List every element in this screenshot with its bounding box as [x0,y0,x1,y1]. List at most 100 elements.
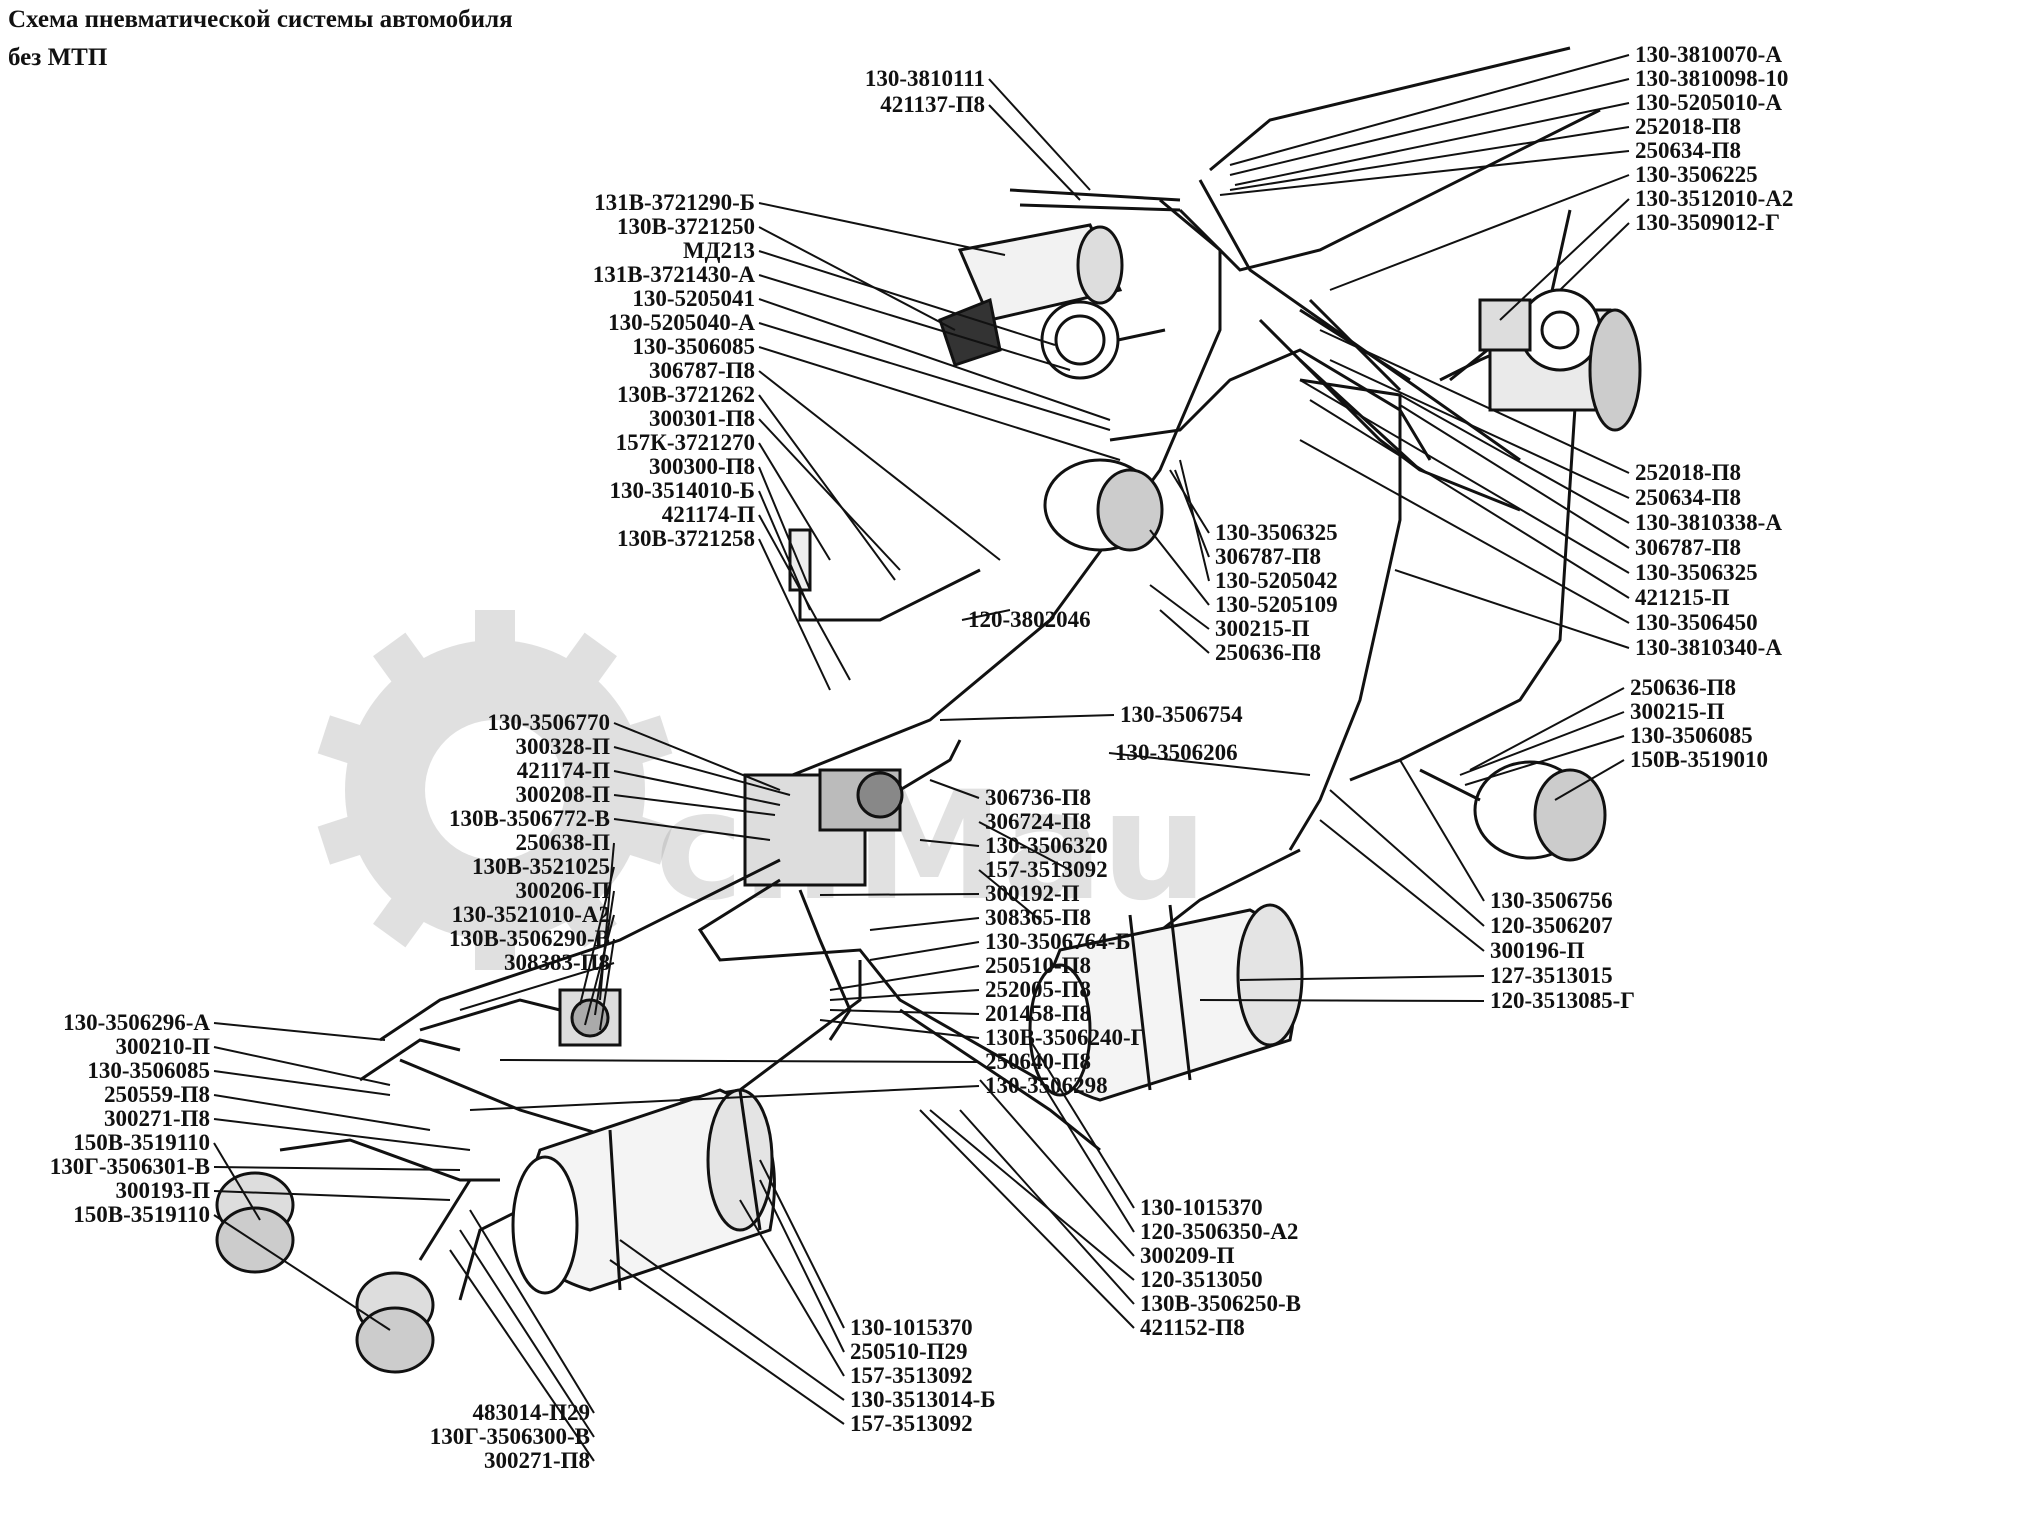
leader-line [988,104,1081,201]
leader-line [978,821,1071,871]
part-label-left-upper: МД213 [683,238,755,263]
leader-line [1219,150,1630,196]
part-label-top-center: 130-3810111 [865,66,985,91]
part-label-left-upper: 300301-П8 [649,406,755,431]
leader-line [1559,222,1630,291]
leader-line [213,1214,391,1331]
central-valve-block [743,739,962,887]
leader-line [979,1079,1135,1257]
part-label-left-mid: 130В-3521025 [472,854,610,879]
part-label-bottom-center: 130-1015370 [850,1315,973,1340]
leader-line [758,394,896,581]
leader-line [758,466,811,591]
part-label-center-right: 130-3506325 [1635,560,1758,585]
leader-line [1199,999,1485,1002]
part-label-left-mid: 130В-3506772-В [449,806,610,831]
gear-icon [317,610,673,970]
part-label-left-mid: 300206-П [515,878,610,903]
part-label-right-lower: 127-3513015 [1490,963,1613,988]
leader-line [1319,819,1485,952]
leader-line [988,78,1091,191]
leader-line [1399,404,1630,549]
leader-line [613,794,776,816]
part-label-center-stack: 300215-П [1215,616,1310,641]
leader-line [459,1229,595,1438]
part-label-center-misc: 130-3506754 [1120,702,1243,727]
part-label-bottom-right: 300209-П [1140,1243,1235,1268]
part-label-center-right: 252018-П8 [1635,460,1741,485]
right-brake-chamber [1419,760,1607,862]
leader-line [819,893,980,896]
leader-line [829,965,980,991]
leader-line [929,1109,1135,1281]
leader-line [739,1199,845,1377]
part-label-left-upper: 130-5205040-А [608,310,755,335]
leader-line [1469,687,1625,771]
leader-line [1499,198,1630,321]
part-label-bottom-center: 130-3513014-Б [850,1387,996,1412]
leader-line [758,298,1111,421]
part-label-center-mid: 130В-3506240-Г [985,1025,1145,1050]
part-label-left-lower: 300193-П [115,1178,210,1203]
gear-tooth [373,632,435,697]
gear-tooth [555,883,617,948]
wiper-arm [1299,298,1411,392]
part-label-left-mid: 300208-П [515,782,610,807]
part-label-right-lower: 120-3506207 [1490,913,1613,938]
leader-line [1459,711,1625,776]
part-label-center-mid: 306736-П8 [985,785,1091,810]
leader-line [584,914,615,1026]
leader-line [213,1166,461,1171]
part-label-right-lower: 120-3513085-Г [1490,988,1635,1013]
leader-line [613,770,781,806]
leader-line [599,842,615,1001]
part-label-left-lower: 150В-3519110 [73,1130,210,1155]
leader-line [1239,975,1485,981]
leader-line [758,442,831,561]
leader-line [213,1070,391,1096]
leader-line [1329,174,1630,291]
part-label-left-upper: 130-3514010-Б [609,478,755,503]
part-label-bottom-right: 130-1015370 [1140,1195,1263,1220]
leader-line [1554,759,1625,801]
part-label-center-mid: 130-3506320 [985,833,1108,858]
part-label-center-mid: 308365-П8 [985,905,1091,930]
leader-line [579,866,615,1006]
leader-line [978,869,1041,921]
leader-line [1229,126,1630,191]
leader-line [599,938,615,1031]
part-label-center-right: 130-3810338-А [1635,510,1782,535]
part-labels: 130-3810111421137-П8130-3810070-А130-381… [50,42,1794,1473]
leader-line [758,346,1121,461]
part-label-left-upper: 130В-3721262 [617,382,755,407]
leader-line [758,274,1071,371]
part-label-bottom-center: 250510-П29 [850,1339,968,1364]
leader-line [1039,1079,1135,1233]
part-label-right-top: 130-5205010-А [1635,90,1782,115]
leader-line [758,250,1056,346]
part-label-left-upper: 131В-3721430-А [593,262,756,287]
leader-line [961,609,1011,621]
leader-line [819,1019,980,1039]
part-label-left-upper: 130В-3721258 [617,526,755,551]
leader-line [1159,609,1210,654]
leader-line [213,1190,451,1201]
leader-line [1029,1039,1135,1209]
part-label-bottom-right: 120-3506350-А2 [1140,1219,1298,1244]
part-label-left-lower: 300210-П [115,1034,210,1059]
part-label-left-lower: 150В-3519110 [73,1202,210,1227]
leader-line [758,418,901,571]
leader-line [929,779,980,799]
leader-line [1229,78,1630,176]
leader-line [1108,752,1311,776]
leader-line [829,989,980,1001]
receiver-upper-right [1028,903,1304,1102]
gear-tooth [373,883,435,948]
part-label-bottom-right: 421152-П8 [1140,1315,1245,1340]
part-label-bottom-left: 300271-П8 [484,1448,590,1473]
part-label-left-mid: 130В-3506290-В [449,926,610,951]
leader-line [213,1142,261,1221]
leader-line [213,1094,431,1131]
part-label-center-mid: 306724-П8 [985,809,1091,834]
